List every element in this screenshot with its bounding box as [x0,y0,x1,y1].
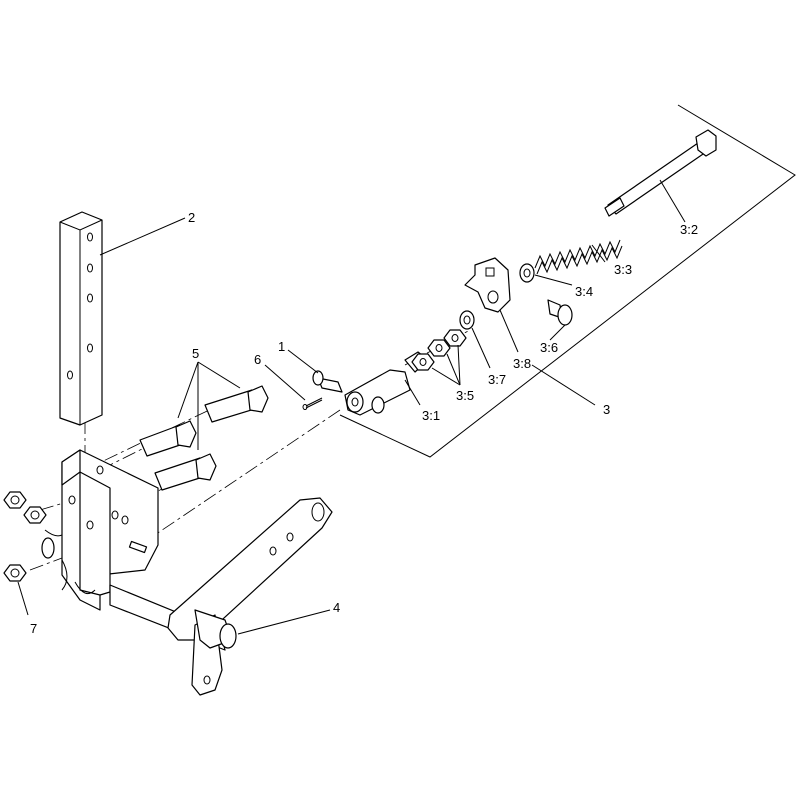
part-3-3-spring [534,239,623,275]
callout-3-6: 3:6 [540,340,558,355]
bolt-lower [154,453,217,491]
mounting-plate [44,449,159,611]
part-6-cotter-pin [302,397,323,410]
part-3-5-nuts [411,329,467,371]
nut-2 [23,506,47,524]
part-5-bolts [139,385,269,491]
nut-3-5-b [427,339,451,357]
callout-labels: 2 1 6 5 3:1 3:5 3:7 3:8 3:6 3:4 3:3 3:2 … [30,210,698,636]
part-1-clevis-pin [312,370,343,393]
callout-2: 2 [188,210,195,225]
callout-1: 1 [278,339,285,354]
nut-3-5-a [411,353,435,371]
callout-6: 6 [254,352,261,367]
leader-lines [17,179,686,635]
callout-3-1: 3:1 [422,408,440,423]
bolt-middle [139,420,197,457]
part-2-square-tube [59,211,103,426]
callout-3-3: 3:3 [614,262,632,277]
part-3-6-pin [547,299,573,326]
part-4-shaft-arm [41,497,333,696]
part-3-8-latch [464,257,511,313]
nut-3 [3,564,27,582]
callout-3-5: 3:5 [456,388,474,403]
callout-3-8: 3:8 [513,356,531,371]
part-7-nuts [3,491,47,582]
assembly-3-bracket [339,104,796,458]
nut-3-5-c [443,329,467,347]
bolt-upper [204,385,269,423]
callout-3-4: 3:4 [575,284,593,299]
callout-7: 7 [30,621,37,636]
callout-3-2: 3:2 [680,222,698,237]
nut-1 [3,491,27,509]
callout-4: 4 [333,600,340,615]
callout-5: 5 [192,346,199,361]
callout-3-7: 3:7 [488,372,506,387]
part-3-7-washer [459,310,475,330]
part-3-4-washer [519,263,535,283]
callout-3: 3 [603,402,610,417]
part-3-2-rod [604,129,717,217]
